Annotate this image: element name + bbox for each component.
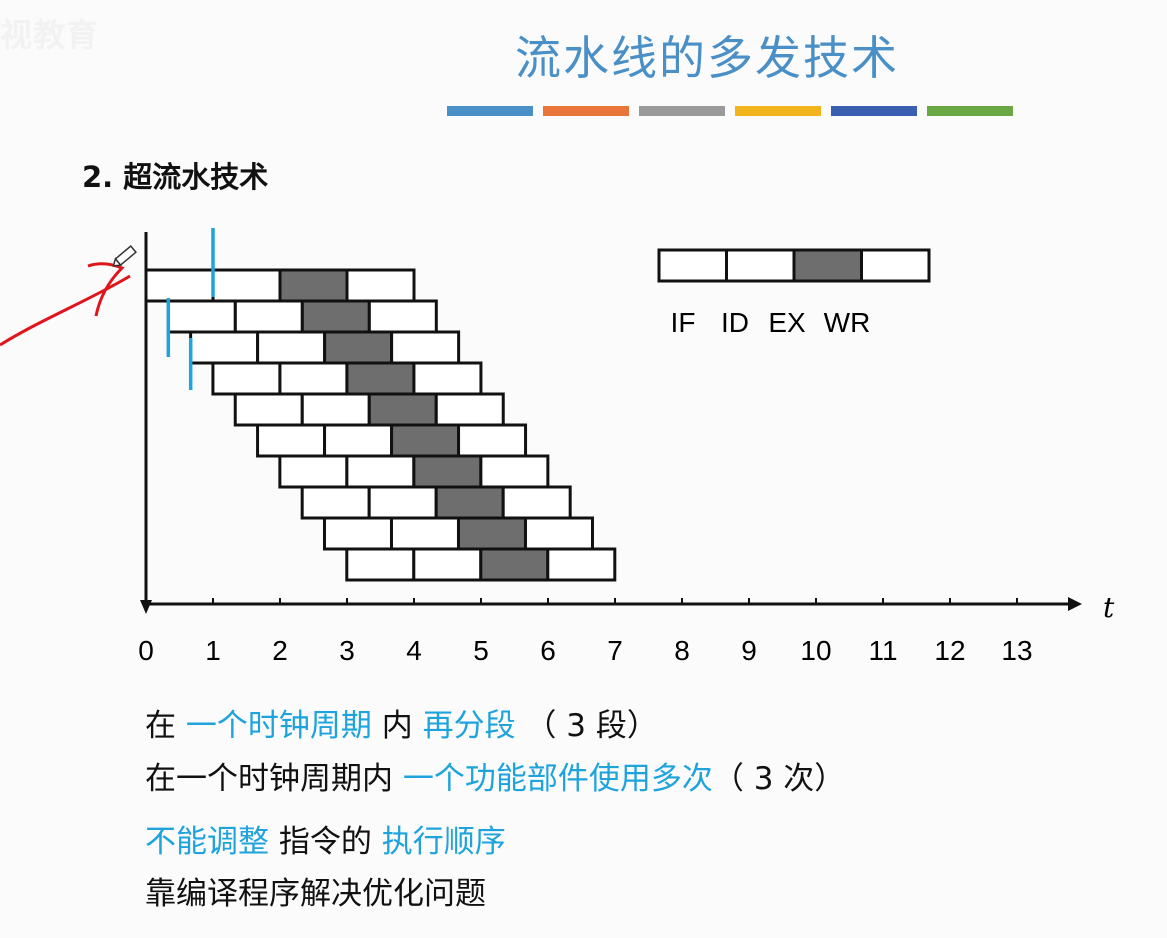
note-text: 内: [371, 708, 423, 744]
stage-cell-id: [300, 392, 371, 427]
legend-label-id: ID: [721, 307, 749, 338]
color-bar-segment: [927, 106, 1013, 116]
note-text: 靠编译程序解决优化问题: [145, 876, 486, 912]
legend-cell-wr: [860, 248, 931, 283]
note-text: 在一个时钟周期内: [145, 761, 403, 797]
red-annotation-arrow: [0, 274, 131, 347]
stage-cell-wr: [345, 268, 416, 303]
stage-cell-id: [256, 330, 327, 365]
stage-cell-wr: [479, 454, 550, 489]
pencil-icon: [112, 245, 137, 267]
stage-cell-if: [278, 454, 349, 489]
legend-label-ex: EX: [768, 307, 806, 338]
x-tick-label: 10: [800, 635, 831, 666]
stage-cell-ex: [323, 330, 394, 365]
x-tick-label: 0: [138, 635, 154, 666]
stage-cell-id: [389, 516, 460, 551]
note-highlight: 不能调整: [145, 824, 269, 860]
stage-cell-if: [322, 516, 393, 551]
stage-cell-id: [412, 547, 483, 582]
x-tick-label: 2: [272, 635, 288, 666]
color-bar-segment: [735, 106, 821, 116]
stage-cell-id: [278, 361, 349, 396]
x-tick-label: 5: [473, 635, 489, 666]
stage-cell-ex: [434, 485, 505, 520]
note-text: 在: [145, 708, 186, 744]
stage-cell-if: [345, 547, 416, 582]
legend-cell-if: [657, 248, 728, 283]
stage-cell-if: [144, 268, 215, 303]
color-bar-segment: [831, 106, 917, 116]
note-text: 指令的: [269, 824, 382, 860]
x-tick-label: 11: [868, 635, 897, 666]
stage-cell-id: [323, 423, 394, 458]
stage-cell-wr: [434, 392, 505, 427]
section-heading: 2. 超流水技术: [82, 160, 269, 194]
legend-cell-id: [725, 248, 796, 283]
stage-cell-ex: [390, 423, 461, 458]
color-bar-segment: [639, 106, 725, 116]
stage-cell-id: [233, 299, 304, 334]
stage-cell-wr: [367, 299, 438, 334]
stage-cell-id: [367, 485, 438, 520]
stage-cell-ex: [479, 547, 550, 582]
red-annotation-loop: [87, 262, 125, 317]
stage-cell-ex: [300, 299, 371, 334]
note-line-3: 不能调整 指令的 执行顺序: [145, 816, 506, 861]
stage-cell-id: [211, 268, 282, 303]
x-axis-label: t: [1103, 591, 1115, 624]
x-tick-label: 6: [540, 635, 556, 666]
stage-cell-wr: [457, 423, 528, 458]
x-tick-label: 3: [339, 635, 355, 666]
x-tick-label: 13: [1001, 635, 1032, 666]
stage-cell-ex: [412, 454, 483, 489]
x-tick-label: 1: [205, 635, 221, 666]
stage-cell-wr: [523, 516, 594, 551]
color-bar-segment: [543, 106, 629, 116]
stage-cell-if: [211, 361, 282, 396]
note-highlight: 一个时钟周期: [185, 708, 372, 744]
stage-cell-ex: [278, 268, 349, 303]
x-axis-arrow: [1068, 597, 1082, 611]
slide-title: 流水线的多发技术: [515, 31, 899, 85]
title-color-bar: [447, 106, 1013, 116]
note-line-4: 靠编译程序解决优化问题: [145, 868, 486, 913]
stage-cell-if: [300, 485, 371, 520]
legend-label-wr: WR: [824, 307, 871, 338]
color-bar-segment: [447, 106, 533, 116]
y-axis-arrow: [140, 600, 152, 614]
stage-cell-if: [166, 299, 237, 334]
x-tick-label: 9: [741, 635, 757, 666]
note-highlight: 再分段: [422, 708, 516, 744]
x-tick-label: 12: [934, 635, 965, 666]
instruction-rows: [144, 268, 617, 582]
x-tick-label: 4: [406, 635, 422, 666]
stage-cell-wr: [412, 361, 483, 396]
stage-cell-if: [233, 392, 304, 427]
x-tick-label: 8: [674, 635, 690, 666]
stage-cell-wr: [501, 485, 572, 520]
note-line-1: 在 一个时钟周期 内 再分段 （ 3 段）: [145, 700, 658, 745]
watermark-logo: 视教育: [0, 16, 100, 54]
stage-cell-if: [189, 330, 260, 365]
stage-cell-wr: [390, 330, 461, 365]
stage-cell-if: [256, 423, 327, 458]
stage-cell-ex: [345, 361, 416, 396]
stage-cell-wr: [546, 547, 617, 582]
note-text: （ 3 段）: [515, 708, 658, 744]
cycle-markers: [166, 228, 215, 390]
note-highlight: 执行顺序: [381, 824, 506, 860]
note-highlight: 一个功能部件使用多次: [402, 761, 713, 797]
note-text: （ 3 次）: [712, 761, 846, 797]
stage-legend: IF ID EX WR: [657, 248, 931, 338]
stage-cell-ex: [367, 392, 438, 427]
x-tick-label: 7: [607, 635, 623, 666]
stage-cell-ex: [456, 516, 527, 551]
note-line-2: 在一个时钟周期内 一个功能部件使用多次（ 3 次）: [145, 753, 845, 798]
legend-label-if: IF: [671, 307, 696, 338]
legend-cell-ex: [792, 248, 863, 283]
stage-cell-id: [345, 454, 416, 489]
